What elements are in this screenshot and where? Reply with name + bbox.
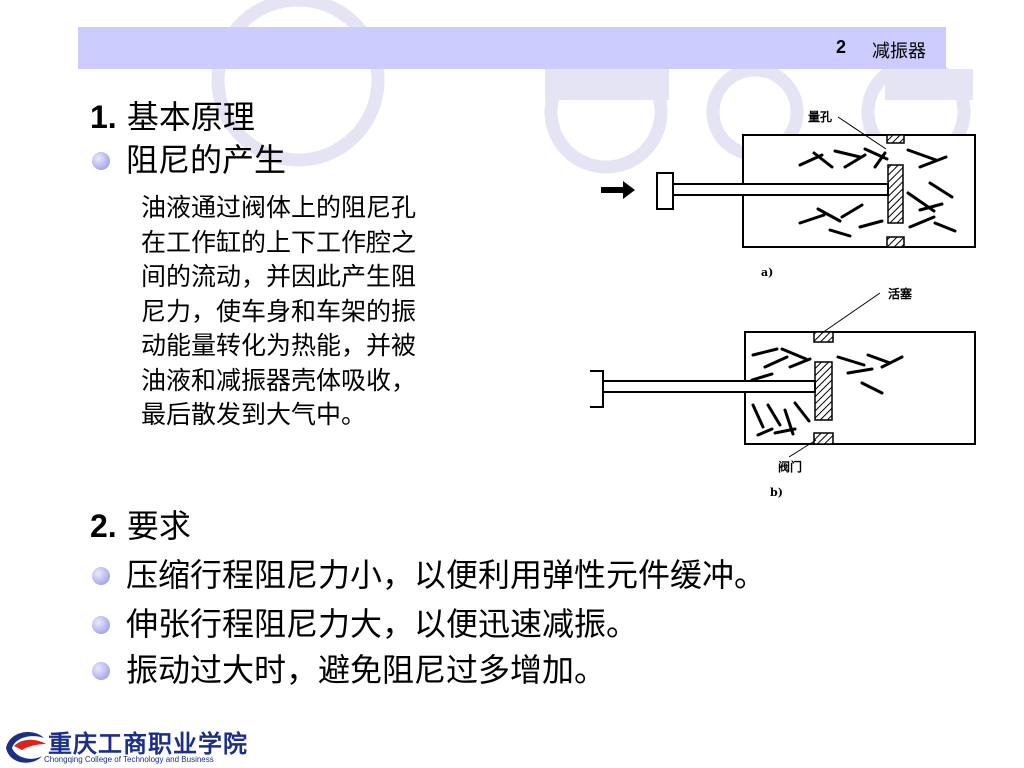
slide-title: 减振器 xyxy=(872,41,926,62)
college-name-cn: 重庆工商职业学院 xyxy=(48,729,248,758)
slide-number: 2 xyxy=(836,37,847,57)
section2-heading: 2. 要求 xyxy=(90,506,191,546)
paragraph-line: 油液和减振器壳体吸收， xyxy=(141,365,417,395)
diagram-a: 量孔 a) xyxy=(601,110,976,279)
section1-title: 基本原理 xyxy=(126,98,255,136)
paragraph-line: 油液通过阀体上的阻尼孔 xyxy=(141,193,417,222)
bullet-icon xyxy=(92,616,110,634)
paragraph-line: 在工作缸的上下工作腔之 xyxy=(141,227,417,257)
diagram-b: 活塞 阀门 b) xyxy=(590,286,976,499)
paragraph-line: 尼力，使车身和车架的振 xyxy=(141,296,417,326)
label-valve: 阀门 xyxy=(778,459,802,474)
requirement-text: 压缩行程阻尼力小，以便利用弹性元件缓冲。 xyxy=(126,556,767,594)
requirement-text: 伸张行程阻尼力大，以便迅速减振。 xyxy=(126,605,639,643)
section1-heading: 1. 基本原理 xyxy=(90,97,255,137)
section1-number: 1. xyxy=(90,99,117,135)
damping-paragraph: 油液通过阀体上的阻尼孔 在工作缸的上下工作腔之 间的流动，并因此产生阻 尼力，使… xyxy=(141,191,416,433)
label-b: b) xyxy=(770,486,783,499)
section2-number: 2. xyxy=(90,508,117,544)
college-logo-icon xyxy=(6,732,46,763)
paragraph-line: 间的流动，并因此产生阻 xyxy=(141,262,417,291)
bullet-icon xyxy=(92,662,110,680)
bullet-icon xyxy=(92,152,110,170)
label-piston: 活塞 xyxy=(888,286,913,301)
paragraph-line: 最后散发到大气中。 xyxy=(141,400,367,429)
damper-diagram: 量孔 a) 活塞 阀门 b) xyxy=(590,110,976,499)
section1-bullet-text: 阻尼的产生 xyxy=(126,141,287,179)
label-a: a) xyxy=(761,266,773,279)
section2-title: 要求 xyxy=(126,507,191,545)
paragraph-line: 动能量转化为热能，并被 xyxy=(141,331,417,360)
college-name-en: Chongqing College of Technology and Busi… xyxy=(44,755,214,764)
bullet-icon xyxy=(92,567,110,585)
header-bar xyxy=(78,27,946,69)
label-hole: 量孔 xyxy=(808,110,832,124)
requirement-text: 振动过大时，避免阻尼过多增加。 xyxy=(126,651,607,689)
